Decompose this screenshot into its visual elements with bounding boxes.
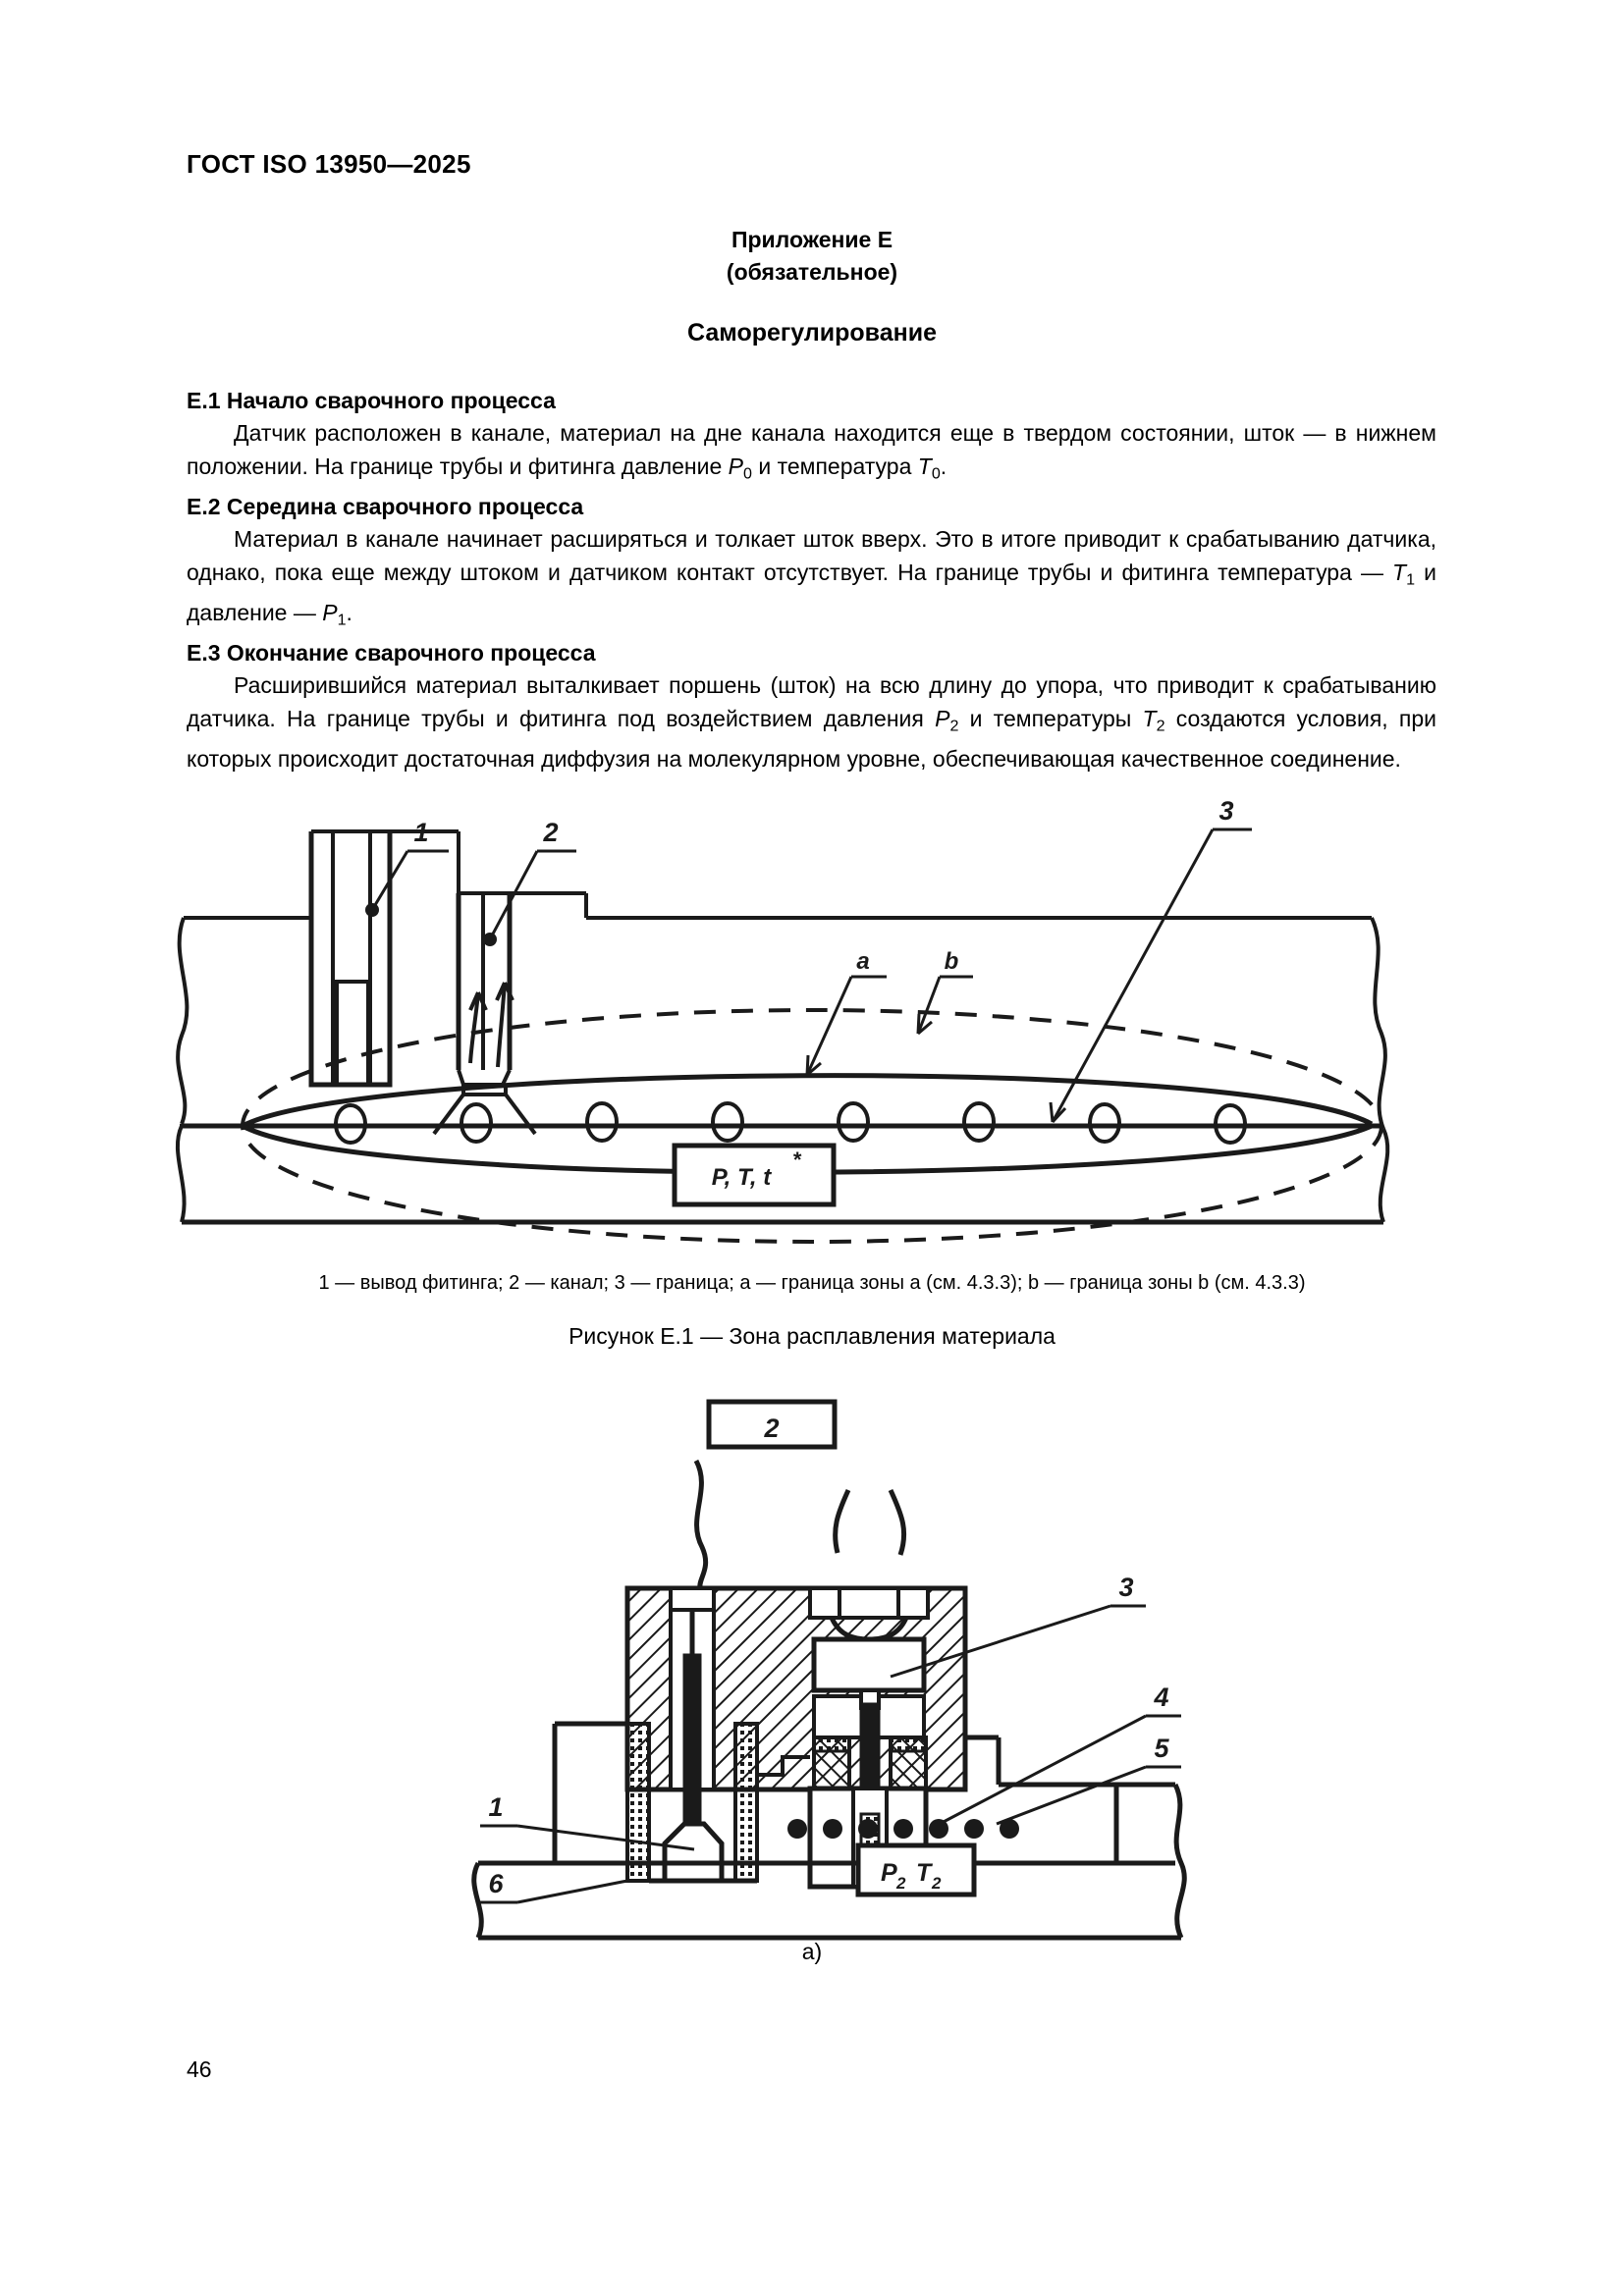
e2-text-c: . [346,600,352,625]
e3-text-c: создаются условия, при которых происходи… [187,705,1436,773]
figure-e1-label-1: 1 [413,818,428,847]
section-paragraph-e2: Материал в канале начинает расширяться и… [187,522,1436,637]
e1-text-c: . [940,454,947,479]
figure-e2-drawing: 2 [471,1399,1187,1941]
figure-e2-caption-text: а) [801,1939,823,1964]
leader-dot-2 [483,933,497,946]
e2-var-t: T [1392,559,1407,585]
figure-e2-label-3: 3 [1118,1573,1133,1602]
figure-e2-label-4: 4 [1153,1682,1168,1712]
figure-e1: 1 2 3 a b P, T, t * [0,800,1624,1252]
section-heading-e3: E.3 Окончание сварочного процесса [187,639,596,666]
figure-e2-parameter-p: P [881,1859,897,1887]
annex-subject-title: Саморегулирование [687,319,937,347]
leader-dot-1 [365,903,379,917]
section-heading-e2: E.2 Середина сварочного процесса [187,493,584,519]
figure-e2-parameter-t: T [916,1859,934,1887]
e1-var-t: T [917,454,932,479]
e2-text-a: Материал в канале начинает расширяться и… [187,525,1436,585]
e3-var-p: P [935,705,950,731]
e3-sub-p: 2 [949,717,959,734]
figure-e1-drawing: 1 2 3 a b P, T, t * [175,800,1390,1244]
figure-e1-caption: Рисунок Е.1 — Зона расплавления материал… [0,1320,1624,1352]
figure-e2-label-6: 6 [488,1869,504,1898]
section-paragraph-e3: Расширившийся материал выталкивает порше… [187,668,1436,776]
figure-e1-parameter-box-star: * [792,1148,802,1172]
document-header-standard-id: ГОСТ ISO 13950—2025 [187,149,471,179]
figure-e1-label-zone-b: b [945,948,959,975]
figure-e2: 2 [0,1392,1624,1942]
e2-text-b: и давление — [187,559,1436,626]
section-heading-e1: E.1 Начало сварочного процесса [187,388,556,413]
e3-text-a: Расширившийся материал выталкивает порше… [187,671,1436,731]
figure-e2-label-2: 2 [763,1414,779,1443]
figure-e1-caption-text: Рисунок Е.1 — Зона расплавления материал… [568,1323,1056,1349]
annex-status: (обязательное) [726,259,898,285]
figure-e2-heating-dots [787,1819,1019,1839]
annex-heading-block: Приложение Е (обязательное) [0,224,1624,289]
e1-var-p: P [728,454,743,479]
figure-e1-label-3: 3 [1218,800,1233,826]
section-paragraph-e1: Датчик расположен в канале, материал на … [187,416,1436,491]
e2-sub-p: 1 [337,611,347,629]
e3-var-t: T [1142,705,1157,731]
figure-e2-label-5: 5 [1154,1734,1169,1763]
e2-sub-t: 1 [1406,570,1416,588]
e3-sub-t: 2 [1156,717,1165,734]
e2-var-p: P [322,600,338,625]
page-number: 46 [187,2056,212,2082]
figure-e2-parameter-p-sub: 2 [895,1874,906,1893]
figure-e1-parameter-box [672,1143,837,1207]
figure-e2-parameter-t-sub: 2 [931,1874,942,1893]
figure-e1-legend: 1 — вывод фитинга; 2 — канал; 3 — границ… [0,1269,1624,1297]
figure-e2-caption: а) [0,1939,1624,1965]
e3-text-b: и температуры [958,705,1143,731]
figure-e2-parameter-box [855,1842,977,1897]
figure-e2-label-box-2 [706,1399,838,1450]
e1-sub-p: 0 [742,464,752,483]
figure-e1-label-2: 2 [542,818,558,847]
figure-e2-label-1: 1 [488,1792,503,1822]
e1-text-a: Датчик расположен в канале, материал на … [187,420,1436,479]
e1-sub-t: 0 [931,464,941,483]
annex-title: Приложение Е [731,227,893,252]
e1-text-b: и температура [751,454,918,479]
figure-e1-legend-text: 1 — вывод фитинга; 2 — канал; 3 — границ… [318,1272,1306,1294]
figure-e1-parameter-box-text: P, T, t [712,1164,772,1191]
figure-e1-label-zone-a: a [856,948,869,975]
body-column: E.1 Начало сварочного процесса Датчик ра… [187,385,1436,775]
